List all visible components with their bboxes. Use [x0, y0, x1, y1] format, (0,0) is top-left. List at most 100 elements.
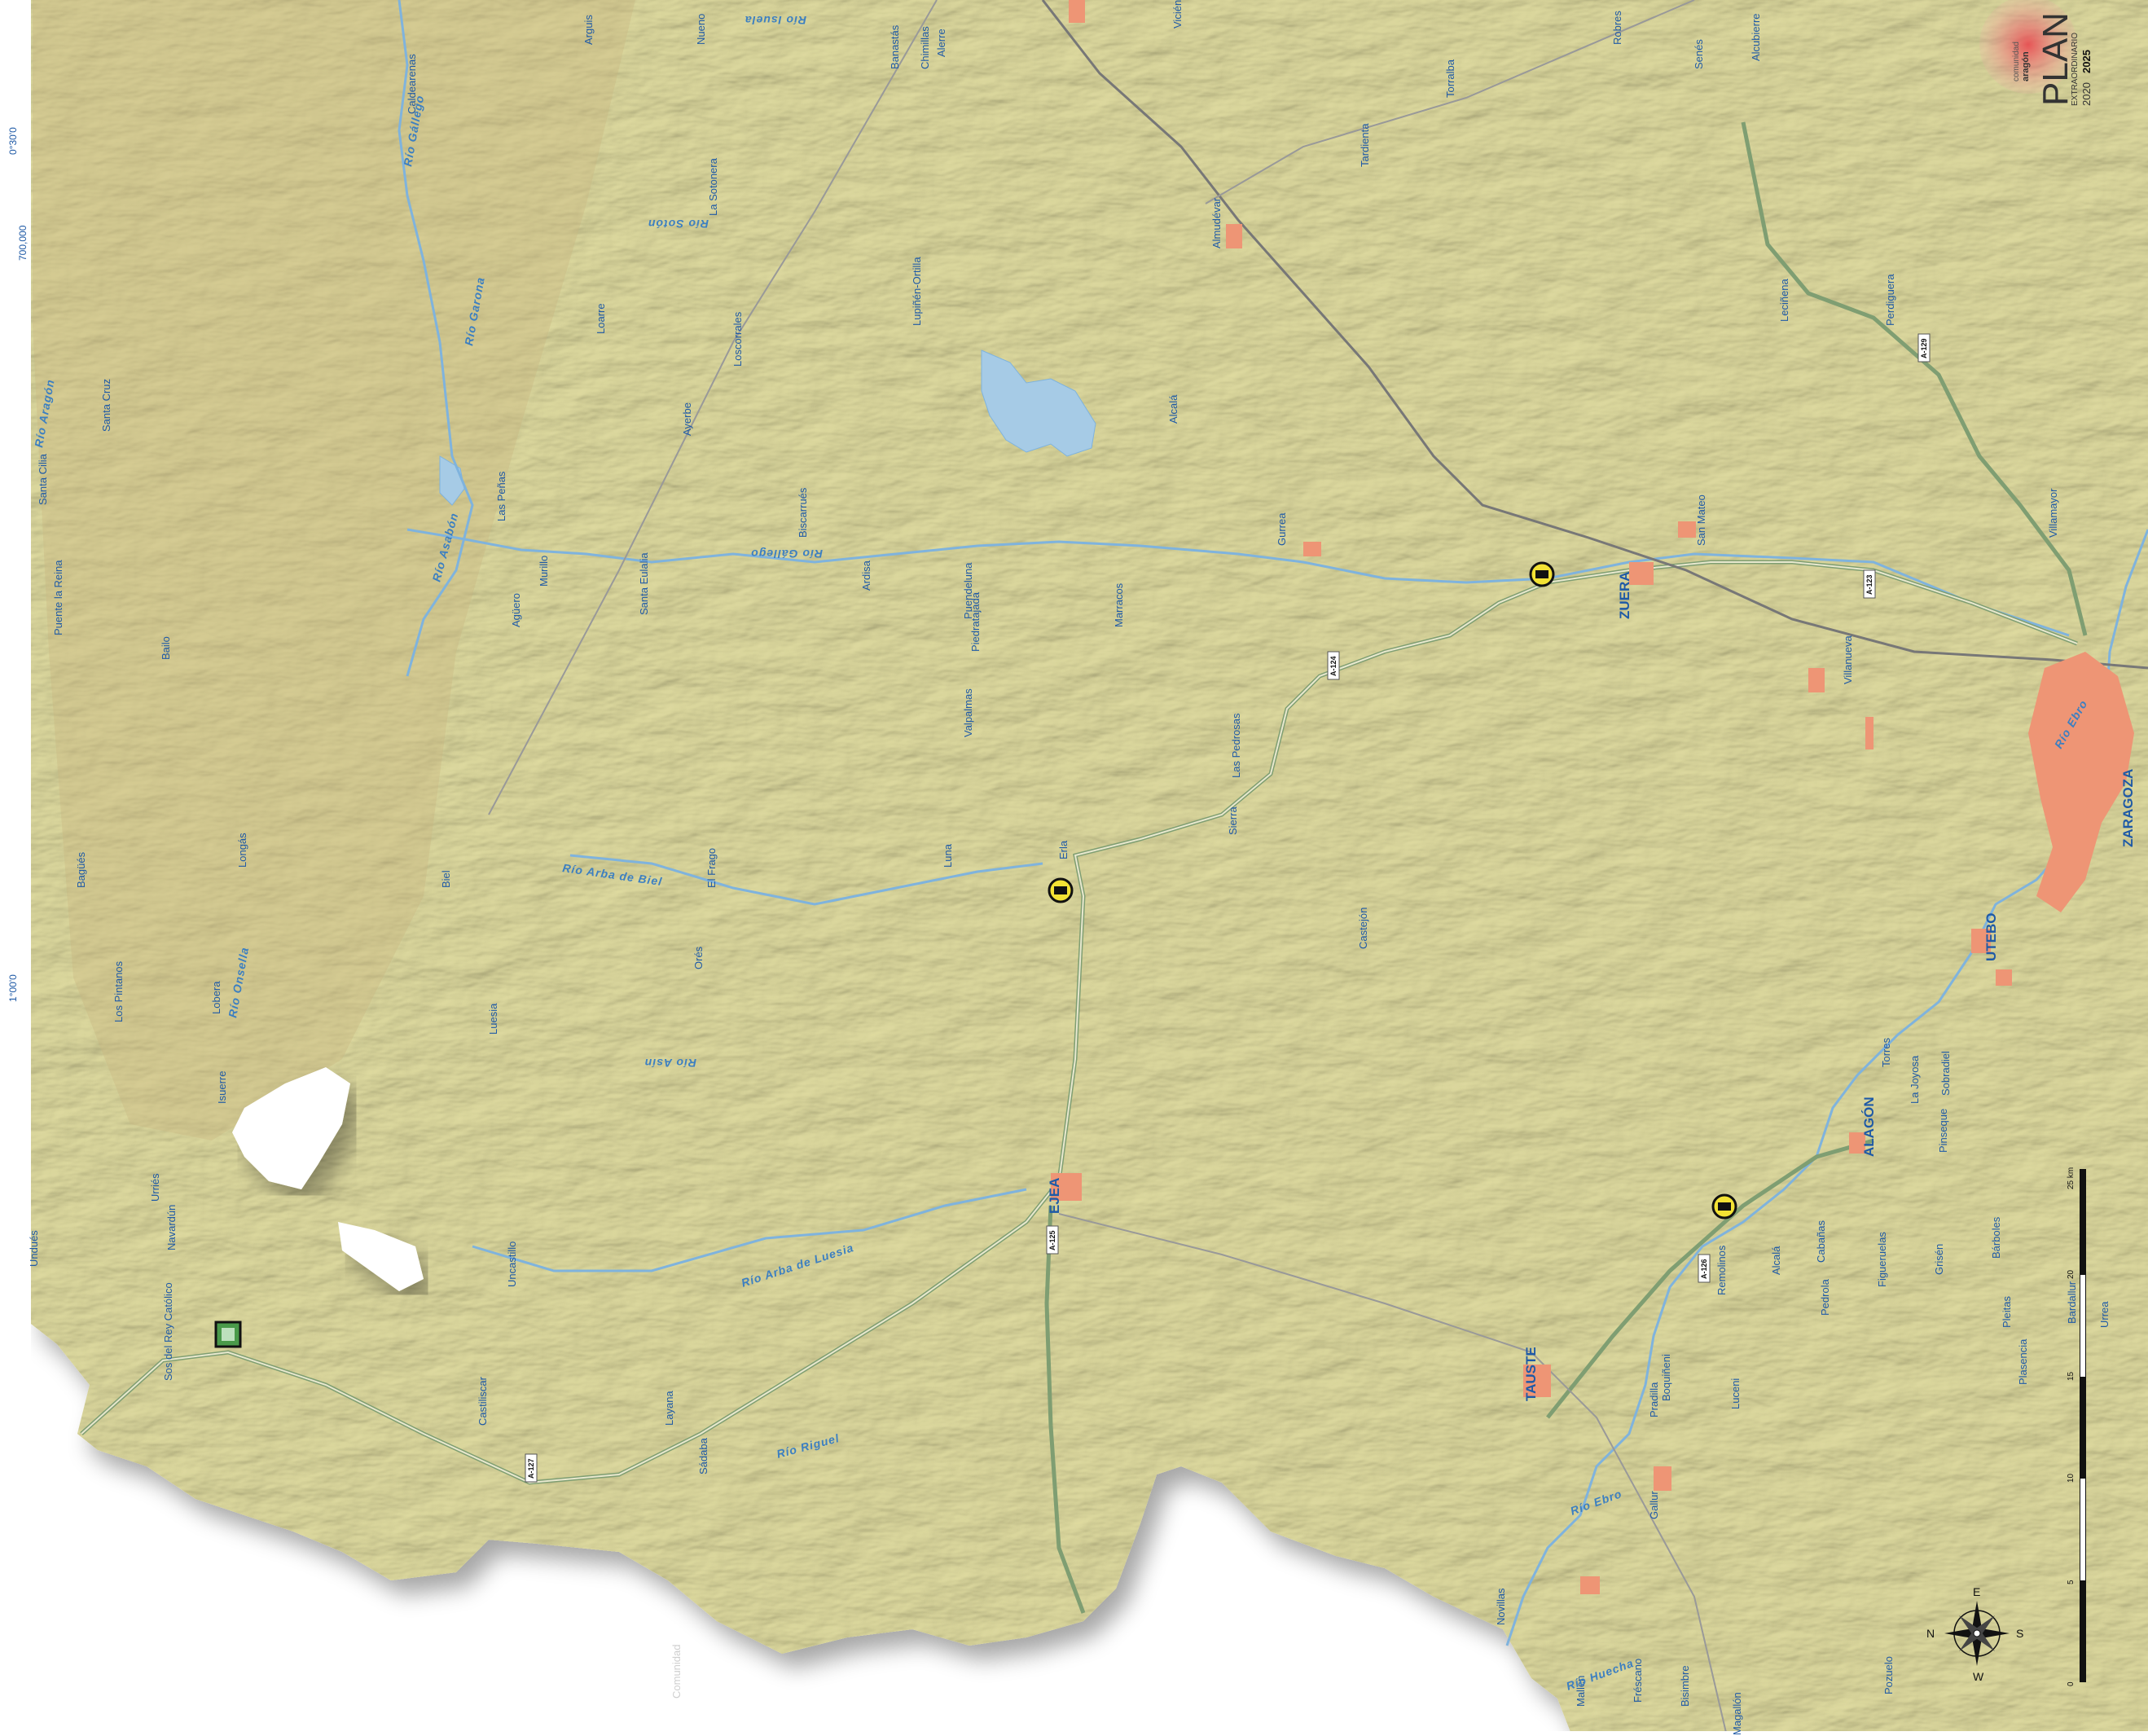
- town-label: Villamayor: [2047, 488, 2059, 538]
- town-label: Pradilla: [1648, 1382, 1660, 1417]
- town-label: Lupiñén-Ortilla: [911, 257, 923, 326]
- town-label: Tardienta: [1359, 123, 1371, 167]
- city-alagon: ALAGÓN: [1861, 1097, 1877, 1157]
- town-label: Puente la Reina: [52, 560, 64, 635]
- town-label: Cabañas: [1815, 1220, 1827, 1263]
- town-label: Arguis: [582, 15, 595, 45]
- scale-unit: 25 km: [2067, 1167, 2076, 1189]
- river-label: Río Sotón: [648, 218, 709, 231]
- logo-year-to: 2025: [2080, 50, 2093, 73]
- west-margin: [0, 0, 31, 1736]
- town-label: Torralba: [1444, 59, 1456, 98]
- town-label: Urrea: [2098, 1301, 2111, 1328]
- reservoir-yesa: [232, 1067, 350, 1189]
- camera-marker-icon[interactable]: [1529, 561, 1555, 587]
- town-label: Gallur: [1648, 1491, 1660, 1519]
- town-label: Puendeluna: [962, 562, 974, 619]
- river-label: Río Gállego: [750, 547, 823, 560]
- town-label: Ayerbe: [681, 402, 693, 436]
- town-label: Perdiguera: [1884, 274, 1896, 326]
- town-label: Alcubierre: [1750, 13, 1762, 61]
- town-label: Novillas: [1495, 1588, 1507, 1625]
- town-label: San Mateo: [1695, 494, 1707, 546]
- town-label: Marracos: [1113, 582, 1125, 627]
- town-label: Plasencia: [2017, 1338, 2029, 1385]
- town-label: Remolinos: [1715, 1245, 1728, 1295]
- town-label: Torres: [1880, 1037, 1892, 1067]
- road-shield: A-127: [525, 1453, 538, 1483]
- compass-w: W: [1973, 1670, 1984, 1683]
- town-label: Castiliscar: [477, 1376, 489, 1426]
- urban-areas: [1051, 0, 2134, 1594]
- river-label: Río Isuela: [745, 14, 806, 27]
- town-label: Las Pedrosas: [1230, 713, 1242, 778]
- logo-line1: comunidad: [2012, 42, 2021, 81]
- road-code: A-125: [1048, 1230, 1056, 1250]
- town-label: Sobradiel: [1939, 1051, 1952, 1096]
- scale-tick-0: 0: [2067, 1681, 2076, 1686]
- logo-title: PLAN: [2036, 12, 2076, 106]
- road-shield: A-123: [1863, 569, 1876, 599]
- relief-texture: [31, 0, 2148, 1736]
- camera-marker-icon[interactable]: [1711, 1193, 1737, 1220]
- town-label: Magallón: [1731, 1692, 1743, 1735]
- town-label: Las Peñas: [495, 471, 507, 521]
- road-code: A-127: [527, 1458, 535, 1479]
- heritage-marker-icon[interactable]: [214, 1321, 242, 1348]
- town-label: Santa Cilia: [37, 453, 49, 505]
- city-zaragoza: ZARAGOZA: [2120, 769, 2136, 847]
- town-label: Orés: [692, 946, 705, 969]
- road-code: A-126: [1700, 1259, 1708, 1279]
- town-label: Nueno: [695, 14, 707, 45]
- logo-line2: aragón: [2021, 51, 2031, 81]
- town-label: Pleitas: [2001, 1295, 2013, 1328]
- town-label: El Frago: [705, 848, 718, 888]
- town-label: Bardallur: [2066, 1281, 2078, 1324]
- scale-tick-10: 10: [2067, 1473, 2076, 1483]
- town-label: Bisimbre: [1679, 1665, 1691, 1707]
- town-label: Bagüés: [75, 851, 87, 888]
- town-label: Layana: [663, 1391, 675, 1426]
- grid-label: 700,000: [17, 225, 29, 261]
- town-label: Sos del Rey Católico: [162, 1282, 174, 1381]
- town-label: Almudévar: [1210, 197, 1223, 248]
- town-label: Loscorrales: [731, 311, 744, 367]
- compass-s: S: [2016, 1627, 2023, 1640]
- town-label: Piedratajada: [969, 591, 982, 652]
- town-label: Pedrola: [1819, 1278, 1831, 1316]
- city-tauste: TAUSTE: [1523, 1347, 1539, 1401]
- lat-label-top: 0°30'0: [7, 127, 19, 155]
- town-label: Figueruelas: [1876, 1232, 1888, 1287]
- town-label: Bárboles: [1990, 1216, 2002, 1259]
- town-label: Leciñena: [1778, 278, 1790, 322]
- town-label: Gurrea: [1276, 512, 1288, 546]
- town-label: Pinseque: [1937, 1109, 1949, 1153]
- town-label: Valpalmas: [962, 688, 974, 737]
- town-label: Undués: [28, 1230, 40, 1267]
- town-label: Vicién: [1171, 0, 1184, 29]
- town-label: Lobera: [210, 981, 222, 1014]
- town-label: Erla: [1057, 840, 1070, 859]
- town-label: Alerre: [935, 29, 947, 57]
- road-shield: A-129: [1917, 333, 1931, 363]
- town-label: Fréscano: [1632, 1659, 1644, 1703]
- road-shield: A-126: [1698, 1254, 1711, 1283]
- town-label: Isuerre: [216, 1071, 228, 1104]
- town-label: Murillo: [538, 556, 550, 587]
- town-label: Agüero: [510, 593, 522, 627]
- town-label: Luceni: [1729, 1378, 1742, 1409]
- town-label: La Joyosa: [1909, 1055, 1921, 1104]
- river-label: Río Asín: [644, 1057, 696, 1070]
- road-code: A-123: [1865, 574, 1873, 595]
- town-label: Los Pintanos: [112, 960, 125, 1022]
- town-label: Urriés: [149, 1173, 161, 1202]
- town-label: Castejón: [1357, 908, 1369, 949]
- town-label: Santa Cruz: [100, 379, 112, 432]
- plan-logo: comunidad aragón PLAN EXTRAORDINARIO 202…: [1979, 0, 2093, 106]
- town-label: La Sotonera: [707, 157, 719, 216]
- city-ejea: EJEA: [1047, 1178, 1062, 1214]
- camera-marker-icon[interactable]: [1048, 877, 1074, 903]
- scale-bar: 25 km 0 5 10 15 20: [2067, 1167, 2086, 1686]
